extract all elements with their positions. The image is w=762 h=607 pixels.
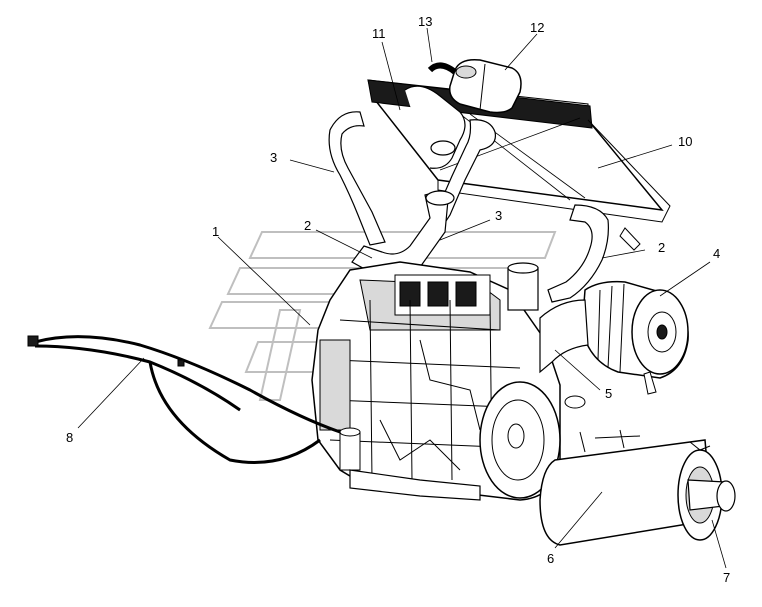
- callout-3-hose-center: 3: [495, 208, 502, 223]
- callout-2-hose-right: 2: [658, 240, 665, 255]
- wiring-harness: [27, 335, 341, 464]
- coolant-hoses: [328, 62, 641, 303]
- callout-11: 11: [372, 26, 386, 41]
- callout-4: 4: [713, 246, 720, 261]
- callout-labels: 1 2 2 3 3 4 5 6 7 8 10 11 12 13: [66, 14, 730, 585]
- callout-5: 5: [605, 386, 612, 401]
- callout-8: 8: [66, 430, 73, 445]
- muffler: [539, 429, 736, 546]
- callout-7: 7: [723, 570, 730, 585]
- callout-2-hose-left: 2: [304, 218, 311, 233]
- callout-10: 10: [678, 134, 692, 149]
- air-filter: [539, 280, 689, 395]
- callout-1: 1: [212, 224, 219, 239]
- leader-lines: [77, 27, 727, 569]
- callout-13: 13: [418, 14, 432, 29]
- callout-6: 6: [547, 551, 554, 566]
- callout-3-hose-upper: 3: [270, 150, 277, 165]
- callout-12: 12: [530, 20, 544, 35]
- expansion-tank: [448, 58, 522, 114]
- flywheel-housing: [479, 381, 586, 499]
